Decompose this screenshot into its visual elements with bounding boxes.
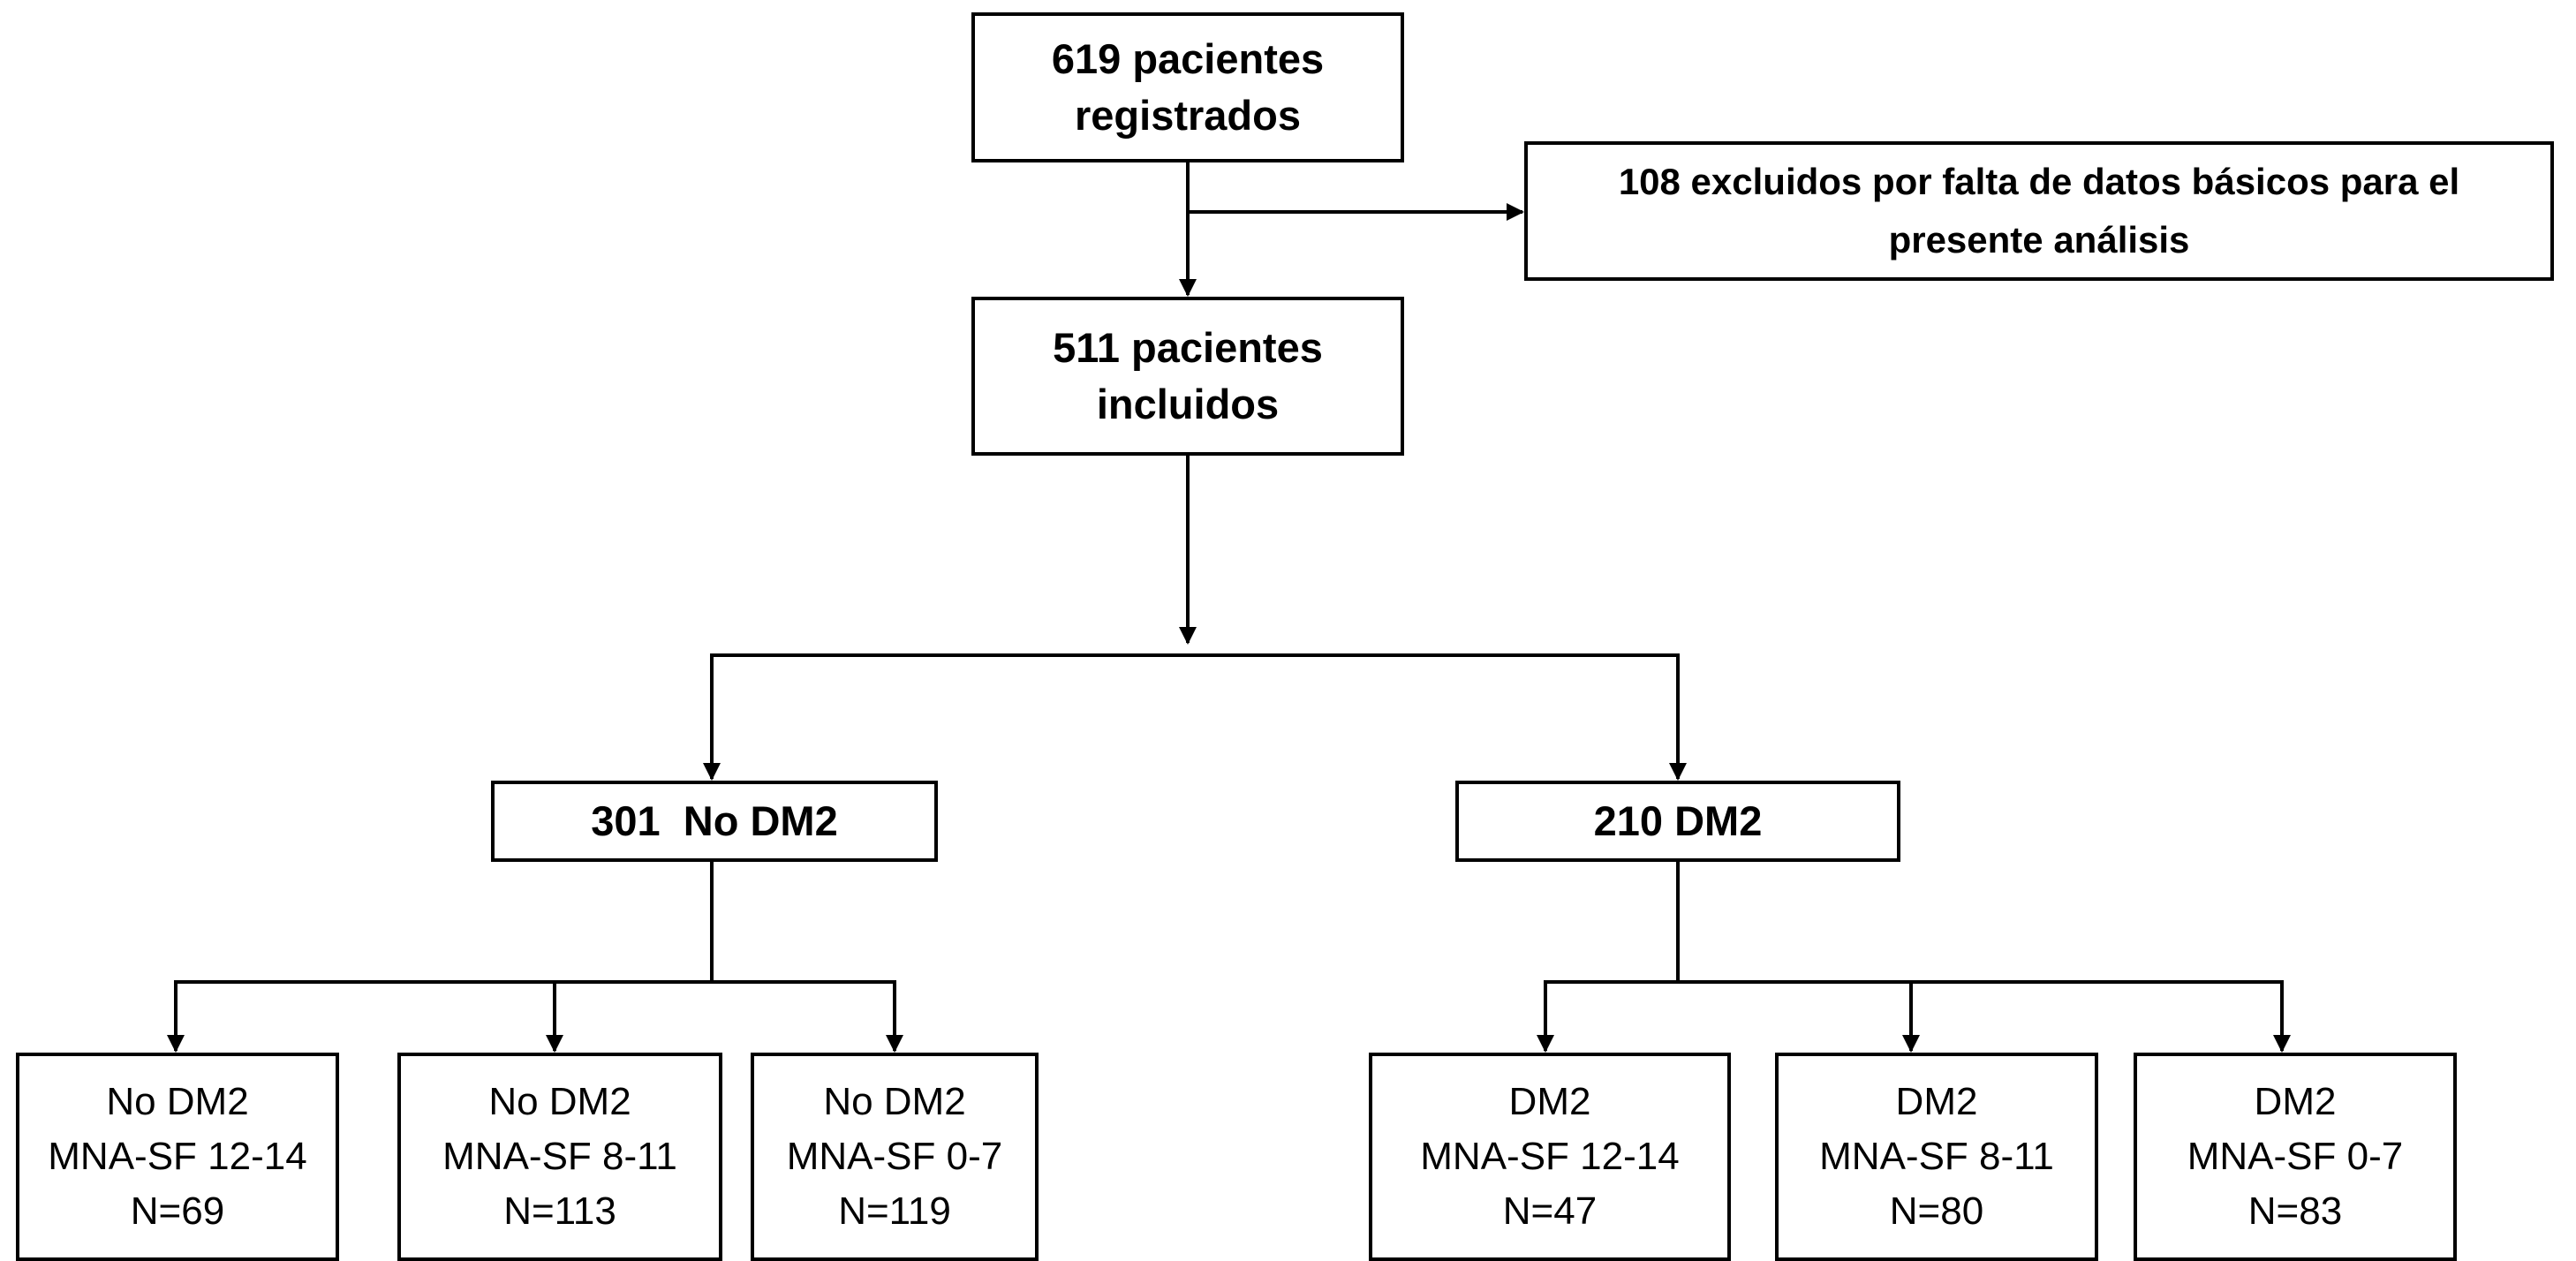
leaf-group: DM2 [2254, 1080, 2337, 1123]
included-line-1: 511 pacientes [1053, 324, 1323, 371]
dm2-group-label: 210 DM2 [1593, 797, 1763, 844]
leaf-score: MNA-SF 12-14 [1420, 1135, 1680, 1178]
leaf-group: No DM2 [106, 1080, 249, 1123]
leaf-box-no-dm2-8-11: No DM2 MNA-SF 8-11 N=113 [397, 1053, 722, 1261]
leaf-count: N=113 [503, 1189, 616, 1233]
leaf-count: N=69 [130, 1189, 225, 1233]
excluded-line-2: presente análisis [1888, 219, 2190, 261]
leaf-score: MNA-SF 8-11 [442, 1135, 677, 1178]
no-dm2-group-box: 301 No DM2 [491, 781, 938, 862]
registered-patients-box: 619 pacientes registrados [971, 12, 1404, 162]
registered-line-2: registrados [1075, 92, 1301, 139]
leaf-score: MNA-SF 8-11 [1819, 1135, 2054, 1178]
included-line-2: incluidos [1096, 381, 1280, 427]
included-patients-box: 511 pacientes incluidos [971, 297, 1404, 456]
leaf-count: N=80 [1889, 1189, 1984, 1233]
leaf-score: MNA-SF 12-14 [48, 1135, 307, 1178]
leaf-box-dm2-0-7: DM2 MNA-SF 0-7 N=83 [2134, 1053, 2457, 1261]
leaf-count: N=119 [838, 1189, 951, 1233]
no-dm2-group-label: 301 No DM2 [591, 797, 838, 844]
leaf-score: MNA-SF 0-7 [2187, 1135, 2404, 1178]
leaf-count: N=83 [2247, 1189, 2343, 1233]
leaf-count: N=47 [1502, 1189, 1598, 1233]
leaf-group: DM2 [1508, 1080, 1591, 1123]
dm2-group-box: 210 DM2 [1455, 781, 1900, 862]
excluded-line-1: 108 excluidos por falta de datos básicos… [1618, 161, 2460, 202]
leaf-score: MNA-SF 0-7 [786, 1135, 1003, 1178]
registered-line-1: 619 pacientes [1051, 35, 1325, 82]
leaf-group: No DM2 [823, 1080, 966, 1123]
leaf-box-no-dm2-0-7: No DM2 MNA-SF 0-7 N=119 [751, 1053, 1039, 1261]
leaf-group: No DM2 [488, 1080, 631, 1123]
leaf-box-dm2-8-11: DM2 MNA-SF 8-11 N=80 [1775, 1053, 2098, 1261]
excluded-patients-box: 108 excluidos por falta de datos básicos… [1524, 141, 2554, 281]
leaf-box-no-dm2-12-14: No DM2 MNA-SF 12-14 N=69 [16, 1053, 339, 1261]
leaf-group: DM2 [1895, 1080, 1978, 1123]
leaf-box-dm2-12-14: DM2 MNA-SF 12-14 N=47 [1369, 1053, 1731, 1261]
